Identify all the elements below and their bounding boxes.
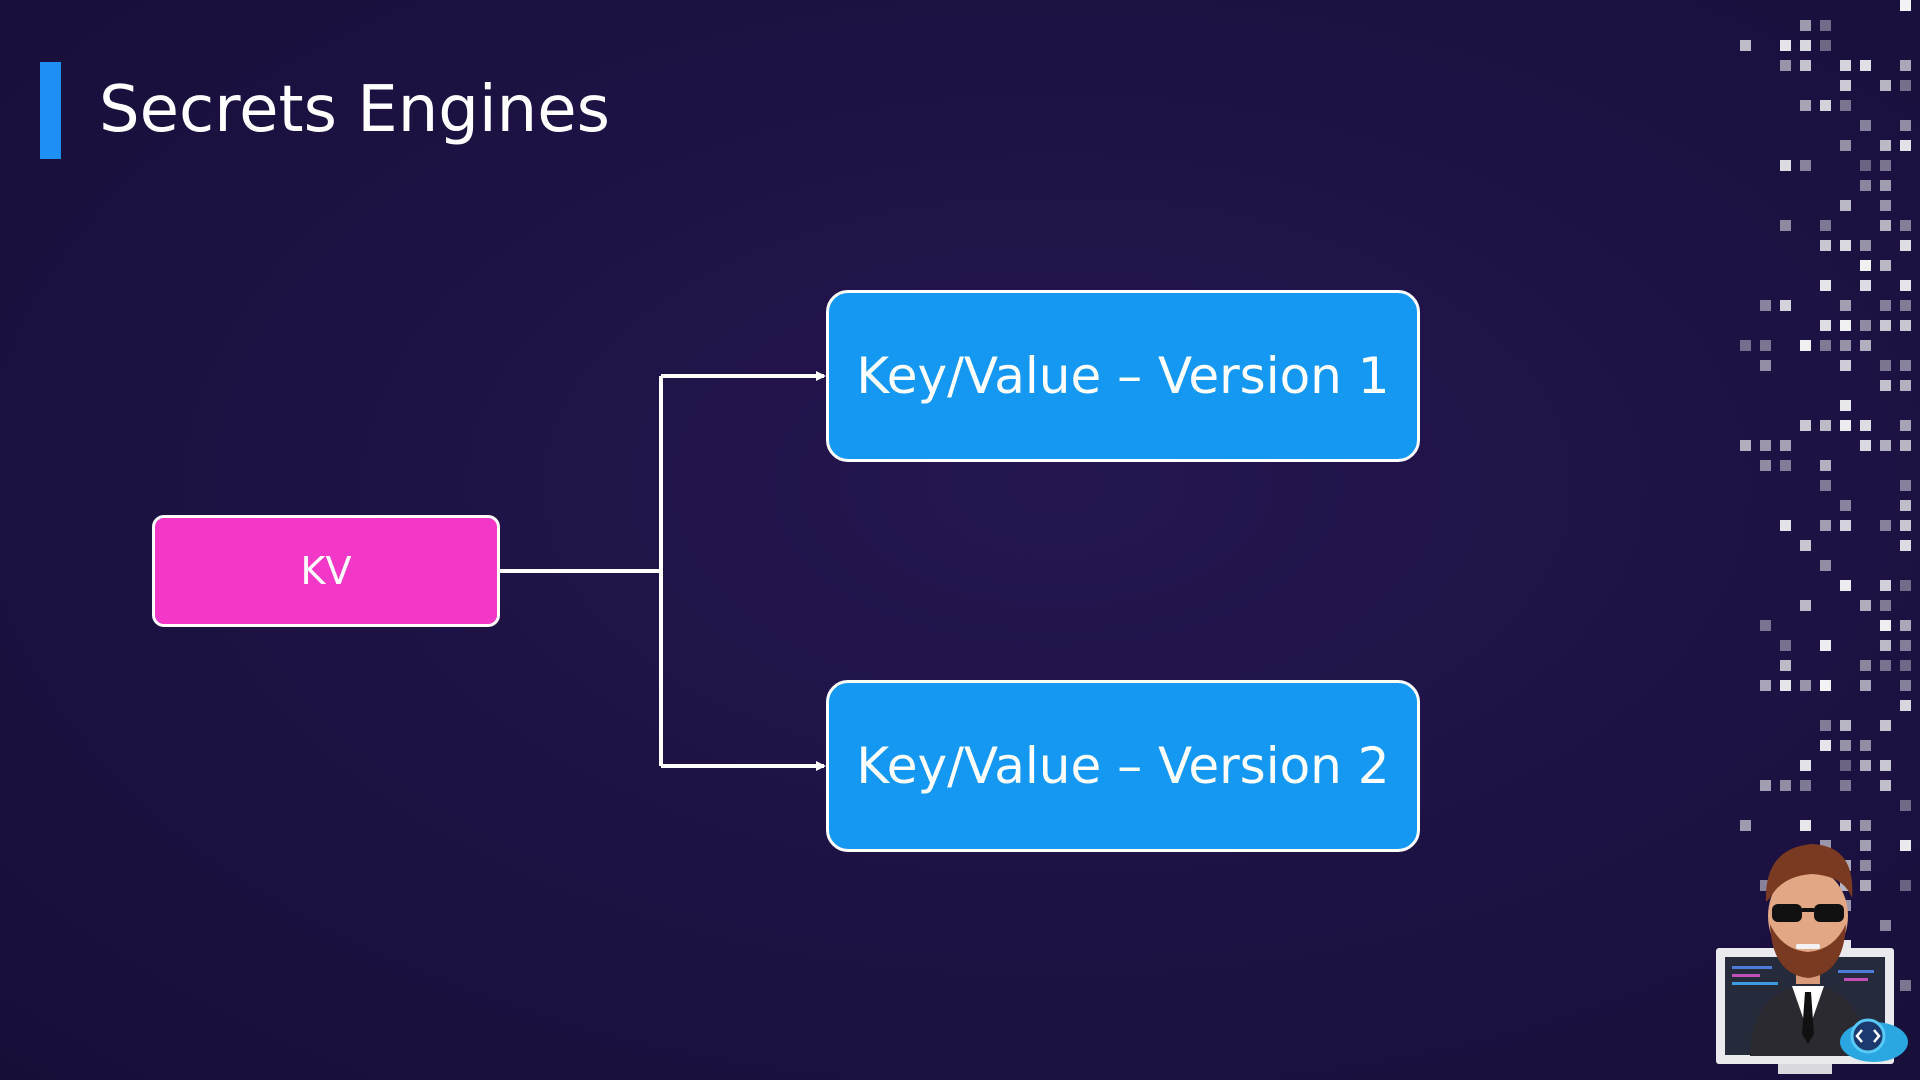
node-kv-version-2: Key/Value – Version 2 bbox=[826, 680, 1420, 852]
node-kv-version-1-label: Key/Value – Version 1 bbox=[856, 347, 1390, 405]
slide-title: Secrets Engines bbox=[99, 73, 610, 147]
node-kv: KV bbox=[152, 515, 500, 627]
presenter-avatar-icon bbox=[1716, 844, 1908, 1074]
node-kv-version-2-label: Key/Value – Version 2 bbox=[856, 737, 1390, 795]
node-kv-version-1: Key/Value – Version 1 bbox=[826, 290, 1420, 462]
code-cloud-logo-icon bbox=[1840, 1018, 1908, 1062]
title-accent-bar bbox=[40, 62, 61, 159]
node-kv-label: KV bbox=[300, 549, 352, 593]
